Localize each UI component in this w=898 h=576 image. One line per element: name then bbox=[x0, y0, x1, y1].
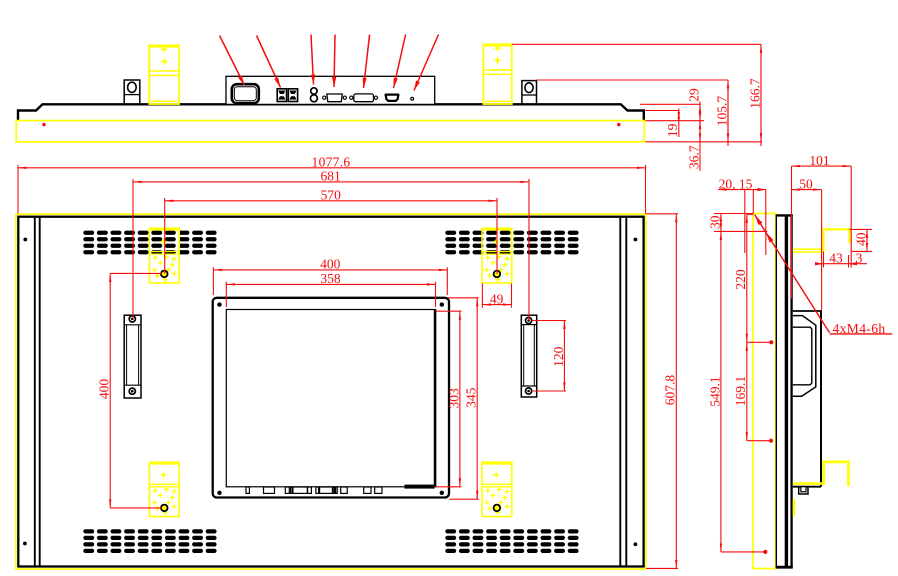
svg-text:19: 19 bbox=[665, 123, 680, 137]
svg-text:681: 681 bbox=[320, 169, 340, 184]
svg-text:570: 570 bbox=[321, 188, 342, 203]
svg-text:50: 50 bbox=[799, 176, 813, 191]
svg-text:3: 3 bbox=[856, 250, 863, 265]
svg-text:101: 101 bbox=[809, 153, 829, 168]
svg-text:40: 40 bbox=[853, 232, 868, 246]
svg-text:169.1: 169.1 bbox=[733, 376, 748, 406]
svg-text:166.7: 166.7 bbox=[747, 78, 762, 109]
svg-text:400: 400 bbox=[320, 257, 341, 272]
svg-text:120: 120 bbox=[551, 346, 566, 367]
svg-text:49: 49 bbox=[490, 291, 504, 306]
svg-text:1077.6: 1077.6 bbox=[312, 155, 351, 170]
svg-text:20, 15: 20, 15 bbox=[719, 176, 753, 191]
svg-text:303: 303 bbox=[446, 388, 461, 409]
svg-text:36.7: 36.7 bbox=[686, 145, 701, 169]
svg-text:30: 30 bbox=[707, 215, 722, 229]
svg-text:220: 220 bbox=[733, 269, 748, 290]
svg-text:358: 358 bbox=[320, 271, 341, 286]
svg-text:105.7: 105.7 bbox=[714, 96, 729, 127]
svg-text:4xM4-6h: 4xM4-6h bbox=[833, 321, 886, 336]
svg-text:43: 43 bbox=[829, 250, 843, 265]
svg-text:549.1: 549.1 bbox=[707, 376, 722, 406]
svg-text:607.8: 607.8 bbox=[663, 375, 678, 406]
svg-text:345: 345 bbox=[464, 387, 479, 408]
svg-text:400: 400 bbox=[97, 379, 112, 400]
svg-text:29: 29 bbox=[686, 88, 701, 102]
